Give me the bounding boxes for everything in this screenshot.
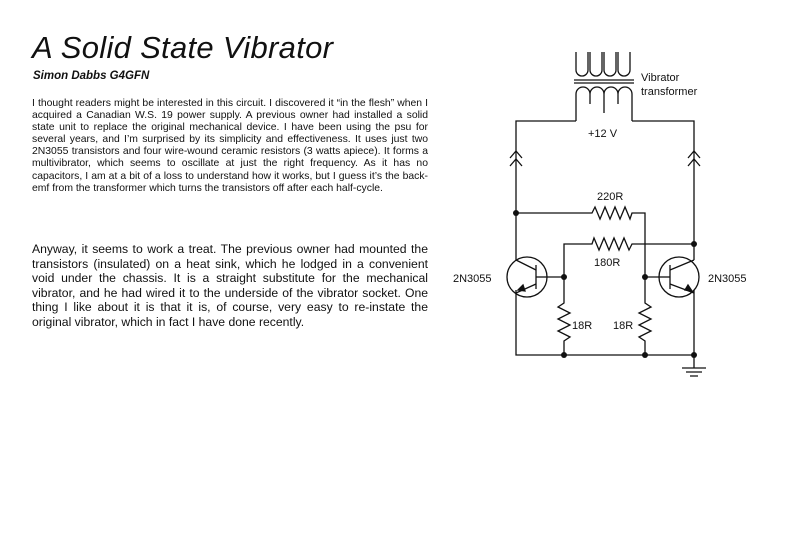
resistor-18r-right-label: 18R [613,320,633,332]
article-paragraph-1: I thought readers might be interested in… [32,98,428,194]
transistor-right [658,256,700,298]
transistor-left-label: 2N3055 [453,273,492,285]
resistor-180r-label: 180R [594,257,620,269]
junction-dots [513,210,697,358]
transformer-label: Vibrator [641,72,680,84]
article-author: Simon Dabbs G4GFN [33,70,150,82]
article-paragraph-2: Anyway, it seems to work a treat. The pr… [32,242,428,329]
resistor-220r-label: 220R [597,191,623,203]
socket-connectors [509,150,701,167]
transformer-label-2: transformer [641,86,698,98]
article-title: A Solid State Vibrator [32,30,334,65]
transistor-left [506,256,548,298]
supply-label: +12 V [588,128,618,140]
resistor-18r-left-label: 18R [572,320,592,332]
wiring [515,205,706,377]
transformer [515,52,695,244]
transistor-right-label: 2N3055 [708,273,747,285]
